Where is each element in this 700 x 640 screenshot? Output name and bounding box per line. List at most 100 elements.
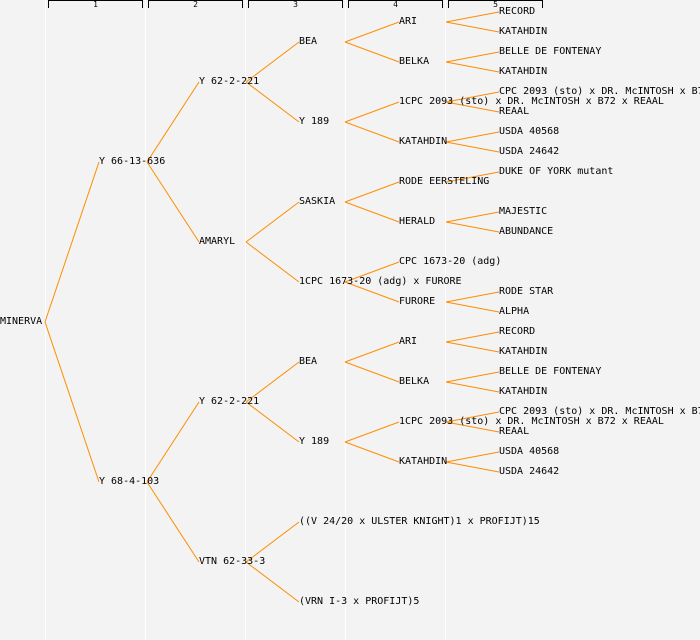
pedigree-node-gen5[interactable]: CPC 2093 (sto) x DR. McINTOSH x B72	[499, 406, 700, 417]
pedigree-node-gen3[interactable]: 1CPC 1673-20 (adg) x FURORE	[299, 276, 462, 287]
generation-number: 3	[293, 0, 298, 9]
parent-link	[344, 41, 400, 63]
parent-link	[245, 81, 300, 123]
pedigree-node-gen5[interactable]: CPC 2093 (sto) x DR. McINTOSH x B72	[499, 86, 700, 97]
parent-link	[445, 141, 500, 153]
parent-link	[445, 451, 500, 463]
parent-link	[344, 361, 400, 383]
pedigree-node-gen1[interactable]: Y 68-4-103	[99, 476, 160, 487]
pedigree-node-gen2[interactable]: Y 62-2-221	[199, 396, 260, 407]
parent-link	[245, 241, 300, 283]
generation-header: 5	[448, 0, 543, 9]
parent-link	[445, 411, 500, 423]
parent-link	[445, 291, 500, 303]
generation-number: 5	[493, 0, 498, 9]
pedigree-node-gen0[interactable]: MINERVA	[0, 316, 43, 327]
pedigree-node-gen4[interactable]: 1CPC 2093 (sto) x DR. McINTOSH x B72 x R…	[399, 416, 664, 427]
pedigree-node-gen2[interactable]: Y 62-2-221	[199, 76, 260, 87]
parent-link	[445, 341, 500, 353]
pedigree-node-gen5[interactable]: BELLE DE FONTENAY	[499, 366, 602, 377]
parent-link	[344, 121, 400, 143]
pedigree-node-gen4[interactable]: ARI	[399, 16, 418, 27]
pedigree-node-gen2[interactable]: VTN 62-33-3	[199, 556, 266, 567]
pedigree-node-gen3[interactable]: BEA	[299, 36, 318, 47]
pedigree-node-gen5[interactable]: KATAHDIN	[499, 386, 548, 397]
pedigree-node-gen5[interactable]: BELLE DE FONTENAY	[499, 46, 602, 57]
generation-number: 2	[193, 0, 198, 9]
parent-link	[445, 461, 500, 473]
pedigree-node-gen5[interactable]: KATAHDIN	[499, 26, 548, 37]
parent-link	[445, 21, 500, 33]
parent-link	[245, 521, 300, 563]
parent-link	[445, 11, 500, 23]
pedigree-node-gen5[interactable]: USDA 24642	[499, 466, 560, 477]
column-divider	[445, 0, 446, 640]
parent-link	[445, 61, 500, 73]
pedigree-node-gen5[interactable]: KATAHDIN	[499, 346, 548, 357]
pedigree-node-gen3[interactable]: (VRN I-3 x PROFIJT)5	[299, 596, 420, 607]
pedigree-node-gen4[interactable]: KATAHDIN	[399, 456, 448, 467]
generation-header: 4	[348, 0, 443, 9]
pedigree-node-gen4[interactable]: CPC 1673-20 (adg)	[399, 256, 502, 267]
pedigree-node-gen5[interactable]: USDA 24642	[499, 146, 560, 157]
pedigree-node-gen5[interactable]: RODE STAR	[499, 286, 554, 297]
pedigree-node-gen3[interactable]: SASKIA	[299, 196, 336, 207]
parent-link	[445, 91, 500, 103]
pedigree-node-gen4[interactable]: KATAHDIN	[399, 136, 448, 147]
column-divider	[145, 0, 146, 640]
pedigree-node-gen5[interactable]: USDA 40568	[499, 446, 560, 457]
pedigree-node-gen4[interactable]: BELKA	[399, 376, 430, 387]
parent-link	[344, 441, 400, 463]
pedigree-node-gen5[interactable]: REAAL	[499, 426, 530, 437]
parent-link	[445, 421, 500, 433]
pedigree-node-gen5[interactable]: USDA 40568	[499, 126, 560, 137]
generation-number: 1	[93, 0, 98, 9]
parent-link	[146, 81, 200, 163]
pedigree-node-gen2[interactable]: AMARYL	[199, 236, 236, 247]
pedigree-node-gen5[interactable]: RECORD	[499, 326, 536, 337]
pedigree-node-gen5[interactable]: REAAL	[499, 106, 530, 117]
pedigree-node-gen5[interactable]: KATAHDIN	[499, 66, 548, 77]
pedigree-node-gen5[interactable]: ABUNDANCE	[499, 226, 554, 237]
parent-link	[445, 371, 500, 383]
pedigree-node-gen3[interactable]: ((V 24/20 x ULSTER KNIGHT)1 x PROFIJT)15	[299, 516, 540, 527]
pedigree-node-gen5[interactable]: DUKE OF YORK mutant	[499, 166, 614, 177]
parent-link	[344, 181, 400, 203]
parent-link	[146, 481, 200, 563]
pedigree-node-gen5[interactable]: RECORD	[499, 6, 536, 17]
pedigree-node-gen3[interactable]: Y 189	[299, 436, 330, 447]
column-divider	[245, 0, 246, 640]
generation-header: 1	[48, 0, 143, 9]
pedigree-node-gen4[interactable]: FURORE	[399, 296, 436, 307]
parent-link	[44, 321, 100, 483]
pedigree-node-gen4[interactable]: BELKA	[399, 56, 430, 67]
pedigree-node-gen4[interactable]: RODE EERSTELING	[399, 176, 490, 187]
parent-link	[44, 161, 100, 323]
pedigree-node-gen4[interactable]: HERALD	[399, 216, 436, 227]
parent-link	[344, 201, 400, 223]
parent-link	[445, 331, 500, 343]
pedigree-node-gen1[interactable]: Y 66-13-636	[99, 156, 166, 167]
parent-link	[445, 381, 500, 393]
parent-link	[344, 261, 400, 283]
pedigree-node-gen5[interactable]: ALPHA	[499, 306, 530, 317]
parent-link	[245, 361, 300, 403]
pedigree-node-gen4[interactable]: ARI	[399, 336, 418, 347]
parent-link	[445, 171, 500, 183]
parent-link	[445, 101, 500, 113]
pedigree-node-gen4[interactable]: 1CPC 2093 (sto) x DR. McINTOSH x B72 x R…	[399, 96, 664, 107]
pedigree-node-gen3[interactable]: Y 189	[299, 116, 330, 127]
parent-link	[245, 401, 300, 443]
parent-link	[344, 341, 400, 363]
generation-header: 2	[148, 0, 243, 9]
pedigree-node-gen3[interactable]: BEA	[299, 356, 318, 367]
parent-link	[445, 301, 500, 313]
pedigree-node-gen5[interactable]: MAJESTIC	[499, 206, 548, 217]
generation-number: 4	[393, 0, 398, 9]
parent-link	[344, 281, 400, 303]
parent-link	[146, 161, 200, 243]
parent-link	[245, 41, 300, 83]
parent-link	[245, 561, 300, 603]
parent-link	[245, 201, 300, 243]
